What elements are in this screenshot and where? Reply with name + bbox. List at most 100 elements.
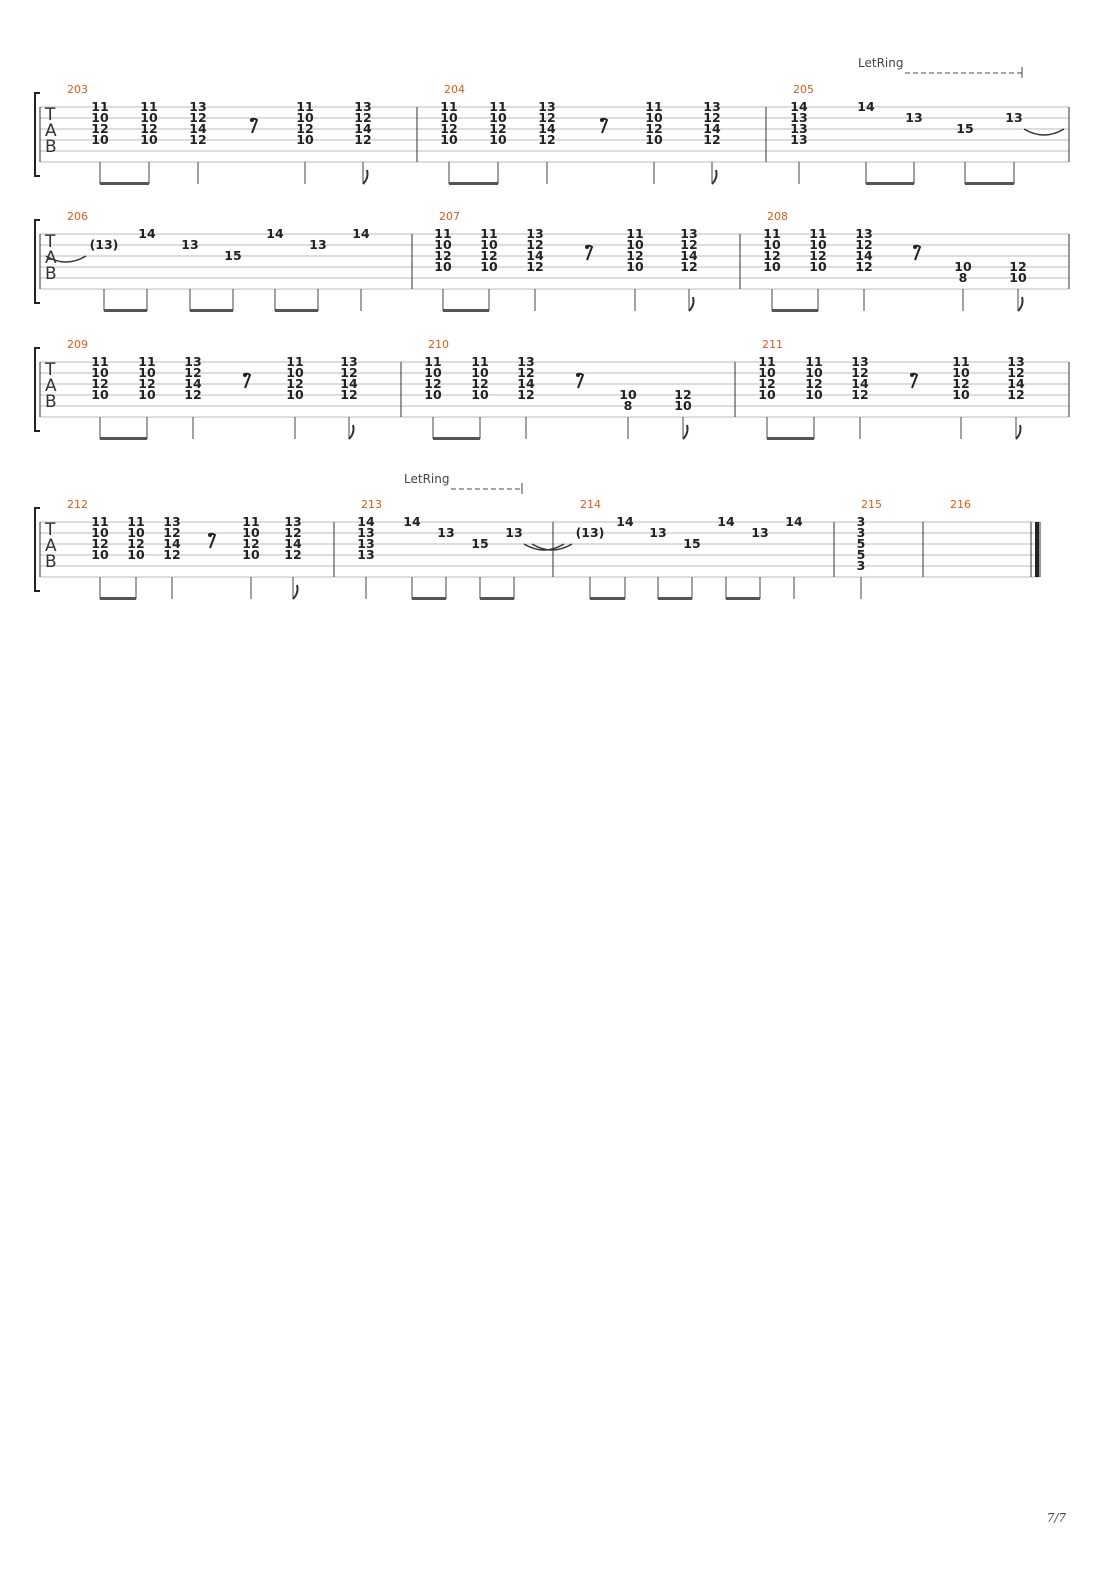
fret-number: 12 (424, 376, 441, 391)
fret-number: 3 (857, 558, 866, 573)
fret-number: 12 (517, 365, 534, 380)
fret-number: 8 (959, 270, 968, 285)
fret-number: 12 (645, 121, 662, 136)
fret-number: 13 (184, 354, 201, 369)
fret-number: 10 (758, 387, 776, 402)
fret-number: 11 (805, 354, 822, 369)
fret-number: 12 (296, 121, 313, 136)
staff-system: TABLetRing212111012101110121013121412111… (34, 472, 1041, 600)
fret-number: 10 (645, 110, 663, 125)
tab-clef-letter: B (45, 264, 57, 284)
beam (275, 309, 318, 312)
system-bracket (34, 507, 40, 592)
fret-number: 11 (242, 514, 259, 529)
fret-number: 13 (790, 132, 807, 147)
beam (100, 182, 149, 185)
measure: 2031110121011101210131214121110121013121… (67, 83, 372, 185)
system-bracket (34, 219, 40, 304)
measure-number: 209 (67, 338, 88, 351)
measure-number: 204 (444, 83, 465, 96)
fret-number: 13 (851, 354, 868, 369)
fret-number: 12 (354, 132, 371, 147)
beam (449, 182, 498, 185)
fret-number: 13 (309, 237, 326, 252)
fret-number: 12 (855, 237, 872, 252)
fret-number: 14 (526, 248, 544, 263)
fret-number: 14 (266, 226, 284, 241)
fret-number: 14 (538, 121, 556, 136)
fret-number: 12 (674, 387, 691, 402)
fret-number: 13 (505, 525, 522, 540)
fret-number: 10 (440, 132, 458, 147)
fret-number: 13 (751, 525, 768, 540)
fret-number: 12 (1007, 387, 1024, 402)
fret-number: 13 (357, 547, 374, 562)
fret-number: 10 (645, 132, 663, 147)
fret-number: 10 (674, 398, 692, 413)
tab-clef-letter: T (44, 520, 56, 540)
fret-number: 13 (181, 237, 198, 252)
measure-number: 208 (767, 210, 788, 223)
fret-number: 10 (286, 387, 304, 402)
fret-number: 10 (242, 547, 260, 562)
fret-number: 5 (857, 536, 866, 551)
fret-number: 15 (224, 248, 241, 263)
eighth-rest-dot (910, 373, 914, 377)
tab-clef-letter: A (45, 376, 57, 396)
measure-number: 215 (861, 498, 882, 511)
system-bracket (34, 347, 40, 432)
fret-number: 13 (357, 525, 374, 540)
fret-number: 11 (480, 226, 497, 241)
fret-number: 13 (437, 525, 454, 540)
fret-number: 12 (189, 132, 206, 147)
fret-number: 14 (616, 514, 634, 529)
eighth-rest-dot (208, 533, 212, 537)
fret-number: 10 (140, 132, 158, 147)
tab-clef-letter: T (44, 105, 56, 125)
fret-number: 10 (489, 132, 507, 147)
fret-number: 11 (296, 99, 313, 114)
fret-number: 3 (857, 525, 866, 540)
fret-number: 10 (242, 525, 260, 540)
fret-number: 14 (790, 99, 808, 114)
fret-number: 10 (626, 237, 644, 252)
fret-number: 10 (91, 547, 109, 562)
eighth-rest-dot (576, 373, 580, 377)
fret-number: 12 (163, 547, 180, 562)
fret-number: 12 (1009, 259, 1026, 274)
fret-number: 11 (471, 354, 488, 369)
fret-number: 12 (758, 376, 775, 391)
fret-number: 10 (91, 365, 109, 380)
fret-number: 10 (91, 387, 109, 402)
fret-number: 15 (471, 536, 488, 551)
fret-number: 10 (809, 259, 827, 274)
measure-number: 203 (67, 83, 88, 96)
fret-number: 12 (242, 536, 259, 551)
fret-number: 14 (284, 536, 302, 551)
tab-clef-letter: B (45, 552, 57, 572)
measure: 2111110121011101210131214121110121013121… (758, 338, 1025, 440)
note-flag (711, 169, 718, 185)
fret-number: 12 (138, 376, 155, 391)
fret-number: 14 (717, 514, 735, 529)
fret-number: 10 (954, 259, 972, 274)
fret-number: 11 (489, 99, 506, 114)
fret-number: 12 (286, 376, 303, 391)
fret-number: 10 (434, 259, 452, 274)
fret-number: 14 (340, 376, 358, 391)
fret-number: 10 (440, 110, 458, 125)
fret-number: 13 (189, 99, 206, 114)
fret-number: 10 (127, 547, 145, 562)
measure-number: 213 (361, 498, 382, 511)
fret-number: 10 (758, 365, 776, 380)
fret-number: 11 (138, 354, 155, 369)
fret-number: 10 (952, 387, 970, 402)
fret-number: 14 (855, 248, 873, 263)
fret-number: 12 (91, 536, 108, 551)
fret-number: (13) (90, 237, 119, 252)
fret-number: 12 (517, 387, 534, 402)
fret-number: 12 (480, 248, 497, 263)
